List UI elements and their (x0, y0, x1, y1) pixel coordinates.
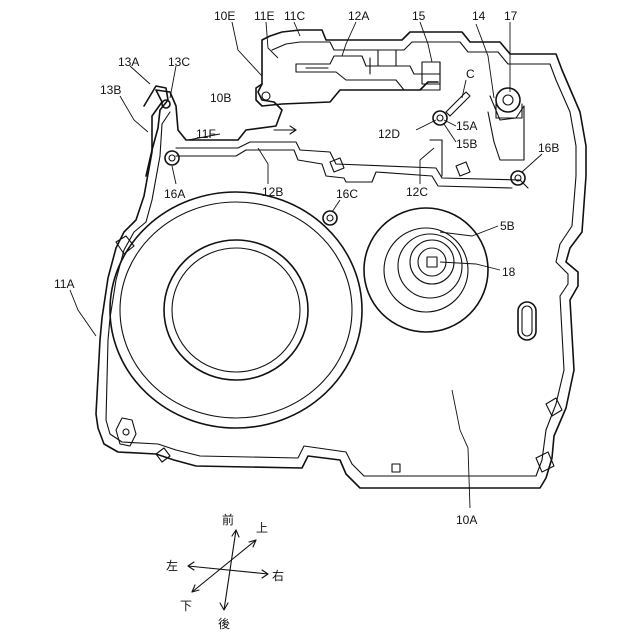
direction-rear: 後 (218, 617, 230, 631)
pin-15a (433, 111, 447, 125)
lens-ring-outer (110, 192, 362, 428)
knob-17-inner (503, 95, 513, 105)
label-16b: 16B (538, 141, 559, 155)
reference-numerals: 10E 11E 11C 12A 15 14 17 C 13A 13C 13B 1… (54, 9, 559, 527)
tab-hole (262, 92, 270, 100)
label-11e: 11E (254, 9, 274, 23)
label-12c: 12C (406, 185, 428, 199)
direction-indicator: 前 上 左 右 下 後 (166, 512, 284, 631)
upper-plate-line-2 (176, 150, 512, 188)
label-11c: 11C (284, 9, 305, 23)
screw-16a (165, 151, 179, 165)
lens-ring-inner (164, 240, 308, 380)
label-13a: 13A (118, 55, 139, 69)
label-12d: 12D (378, 127, 400, 141)
clip-bottom-left-hole (123, 429, 129, 435)
label-18: 18 (502, 265, 516, 279)
label-14: 14 (472, 9, 486, 23)
lens-ring-mid (120, 202, 352, 418)
screw-13c (162, 100, 170, 108)
mounting-tab (256, 82, 438, 106)
oval-slot-inner (522, 306, 532, 336)
label-5b: 5B (500, 219, 515, 233)
boss-2 (456, 162, 470, 176)
gear-18-shaft (427, 257, 437, 267)
label-15a: 15A (456, 119, 477, 133)
label-13c: 13C (168, 55, 190, 69)
label-12b: 12B (262, 185, 283, 199)
slot-12c (430, 140, 442, 176)
oval-slot (518, 302, 536, 340)
direction-left: 左 (166, 558, 178, 573)
slider-12a-detail (306, 50, 440, 74)
direction-up: 上 (256, 521, 268, 535)
screw-16c-inner (327, 215, 333, 221)
direction-down: 下 (180, 599, 192, 613)
label-11f: 11F (196, 127, 216, 141)
screw-16a-inner (169, 155, 175, 161)
label-17: 17 (504, 9, 518, 23)
lever-c (446, 92, 470, 116)
knob-17 (496, 88, 520, 112)
boss-1 (330, 158, 344, 172)
leader-lines (70, 22, 542, 508)
screw-16c (323, 211, 337, 225)
label-16a: 16A (164, 187, 185, 201)
label-c: C (466, 67, 475, 81)
lens-ring-innermost (172, 248, 300, 372)
direction-right: 右 (272, 568, 284, 583)
motor-5b-outer (364, 208, 488, 332)
label-15b: 15B (456, 137, 477, 151)
motor-5b-ring (398, 234, 462, 298)
screw-16b (511, 171, 525, 185)
label-12a: 12A (348, 9, 369, 23)
bottom-tab (392, 464, 400, 472)
direction-front: 前 (222, 512, 234, 527)
label-11a: 11A (54, 277, 74, 291)
block-15 (422, 62, 440, 84)
slider-12a (296, 56, 440, 90)
label-16c: 16C (336, 187, 358, 201)
label-10a: 10A (456, 513, 477, 527)
label-15: 15 (412, 9, 426, 23)
pin-15a-inner (437, 115, 443, 121)
label-10e: 10E (214, 9, 235, 23)
clip-right-lower (536, 398, 562, 472)
label-10b: 10B (210, 91, 231, 105)
label-13b: 13B (100, 83, 121, 97)
